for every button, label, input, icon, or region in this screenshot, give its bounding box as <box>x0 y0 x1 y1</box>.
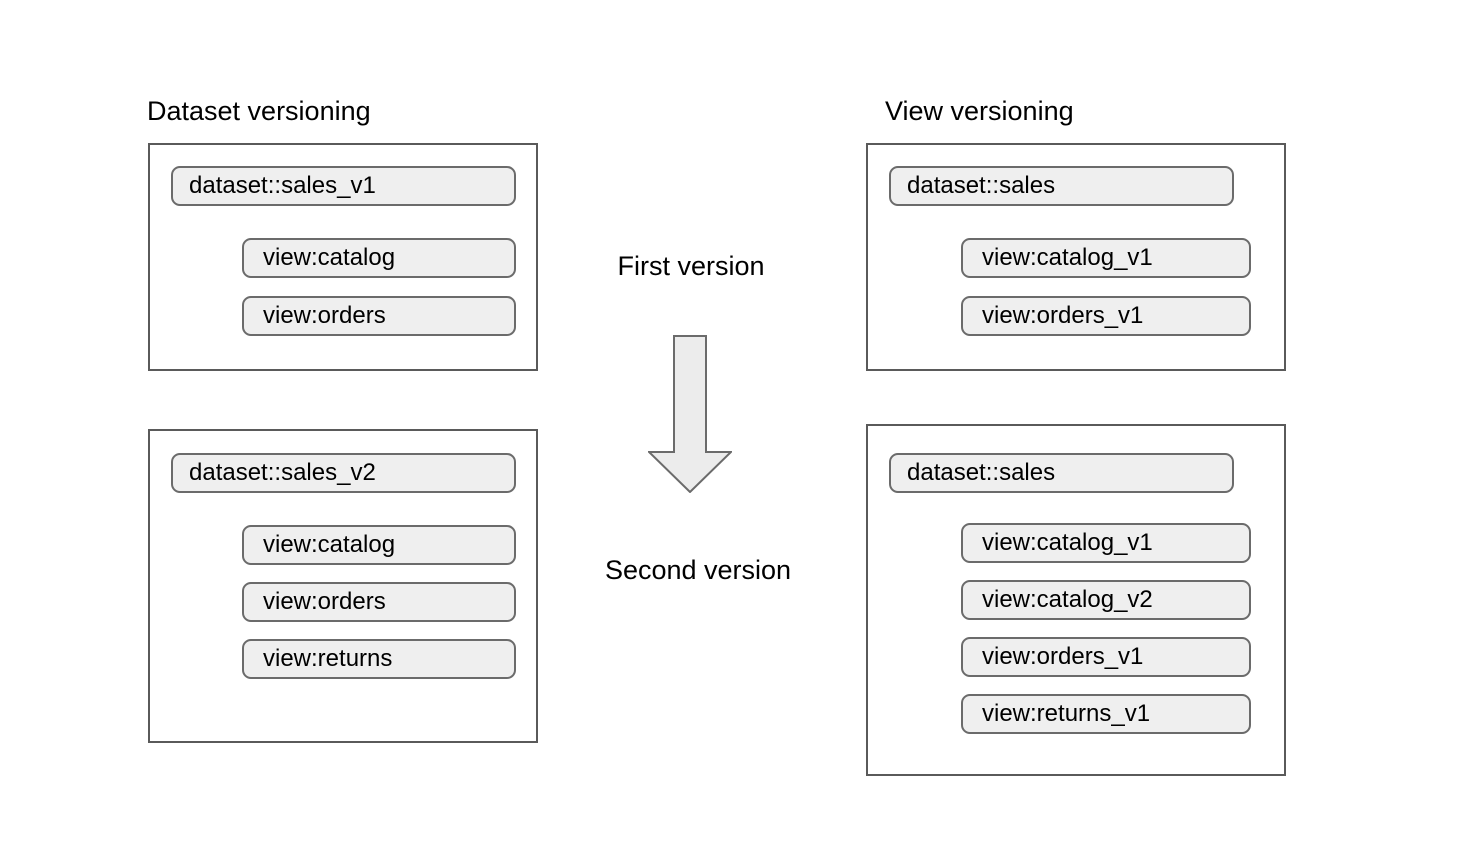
column-title-dataset-versioning: Dataset versioning <box>147 96 371 126</box>
view-pill[interactable]: view:returns <box>242 639 516 679</box>
dataset-pill[interactable]: dataset::sales_v2 <box>171 453 516 493</box>
group-box-view-v1: dataset::sales view:catalog_v1 view:orde… <box>866 143 1286 371</box>
group-box-view-v2: dataset::sales view:catalog_v1 view:cata… <box>866 424 1286 776</box>
view-pill[interactable]: view:catalog <box>242 525 516 565</box>
first-version-label: First version <box>617 251 765 281</box>
view-pill[interactable]: view:catalog <box>242 238 516 278</box>
view-pill[interactable]: view:orders <box>242 582 516 622</box>
group-box-dataset-v2: dataset::sales_v2 view:catalog view:orde… <box>148 429 538 743</box>
view-pill[interactable]: view:catalog_v2 <box>961 580 1251 620</box>
view-pill[interactable]: view:orders_v1 <box>961 637 1251 677</box>
view-pill[interactable]: view:catalog_v1 <box>961 523 1251 563</box>
view-pill[interactable]: view:returns_v1 <box>961 694 1251 734</box>
view-pill[interactable]: view:orders <box>242 296 516 336</box>
view-pill[interactable]: view:orders_v1 <box>961 296 1251 336</box>
dataset-pill[interactable]: dataset::sales <box>889 166 1234 206</box>
second-version-label: Second version <box>604 555 792 585</box>
view-pill[interactable]: view:catalog_v1 <box>961 238 1251 278</box>
down-arrow-icon <box>648 335 732 493</box>
column-title-view-versioning: View versioning <box>885 96 1074 126</box>
group-box-dataset-v1: dataset::sales_v1 view:catalog view:orde… <box>148 143 538 371</box>
dataset-pill[interactable]: dataset::sales_v1 <box>171 166 516 206</box>
dataset-pill[interactable]: dataset::sales <box>889 453 1234 493</box>
